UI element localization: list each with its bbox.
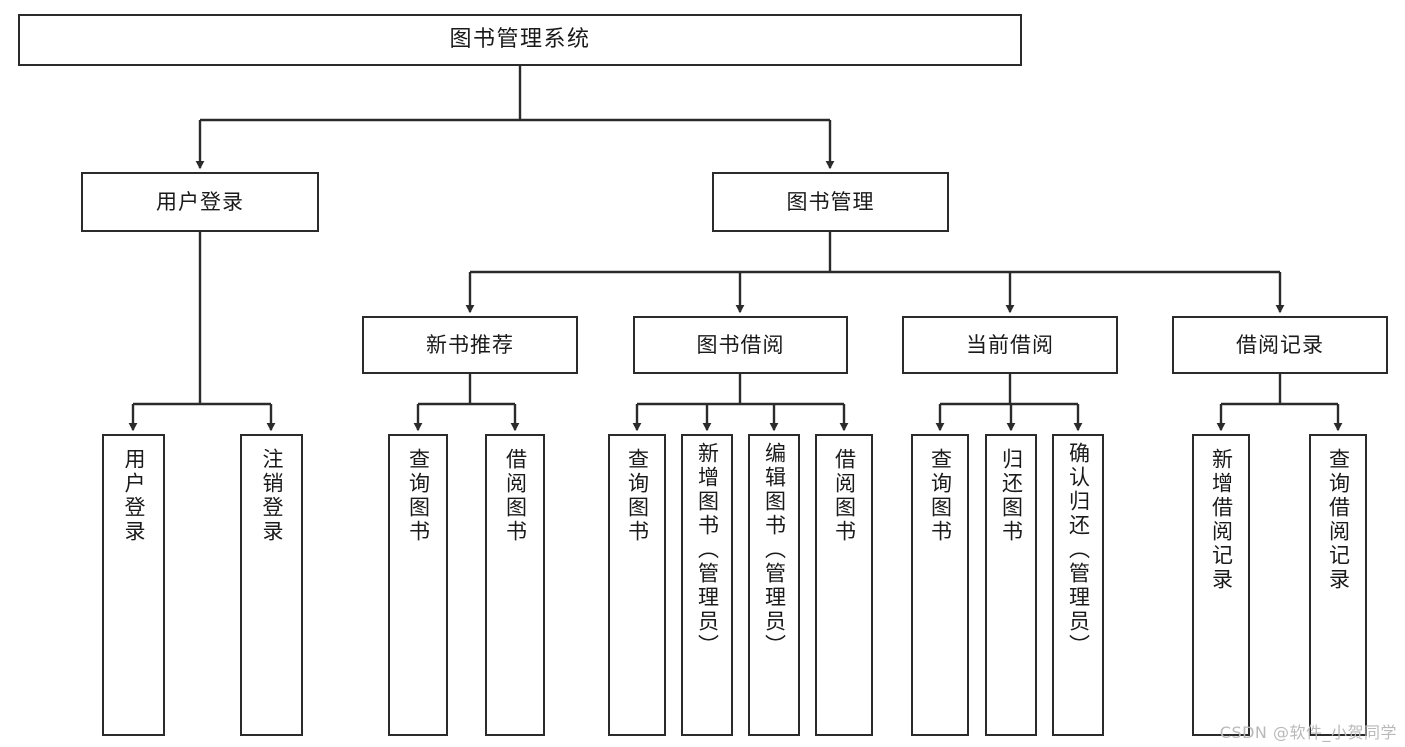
node-leaf-query-book-current[interactable]: 查询图书: [911, 434, 969, 736]
node-leaf-query-book-new-label: 查询图书: [406, 448, 431, 544]
node-leaf-query-book-current-label: 查询图书: [928, 448, 953, 544]
node-book-borrow-label: 图书借阅: [696, 332, 785, 357]
node-leaf-query-borrow-record-label: 查询借阅记录: [1326, 448, 1351, 592]
edge-group-current-borrow: [935, 374, 1083, 432]
node-leaf-add-book-admin-label: 新增图书（管理员）: [695, 442, 720, 658]
node-leaf-user-logout[interactable]: 注销登录: [240, 434, 303, 736]
node-borrow-record-label: 借阅记录: [1236, 332, 1324, 357]
node-root[interactable]: 图书管理系统: [18, 14, 1022, 66]
csdn-watermark: CSDN @软件_小贺同学: [1219, 723, 1397, 742]
node-book-manage-label: 图书管理: [786, 189, 875, 214]
edge-group-user-login: [128, 232, 276, 432]
edge-group-borrow-record: [1216, 374, 1343, 432]
node-leaf-add-borrow-record[interactable]: 新增借阅记录: [1192, 434, 1250, 736]
node-current-borrow[interactable]: 当前借阅: [902, 316, 1118, 374]
node-leaf-borrow-book-borrow[interactable]: 借阅图书: [815, 434, 873, 736]
node-leaf-query-book-borrow[interactable]: 查询图书: [608, 434, 666, 736]
node-leaf-borrow-book-new-label: 借阅图书: [503, 448, 528, 544]
node-leaf-edit-book-admin-label: 编辑图书（管理员）: [762, 442, 787, 658]
node-leaf-edit-book-admin[interactable]: 编辑图书（管理员）: [748, 434, 800, 736]
node-leaf-user-login-label: 用户登录: [122, 448, 146, 544]
node-user-login[interactable]: 用户登录: [81, 172, 319, 232]
node-leaf-add-borrow-record-label: 新增借阅记录: [1209, 448, 1234, 592]
node-leaf-confirm-return-admin-label: 确认归还（管理员）: [1066, 442, 1091, 658]
node-new-book-recommend[interactable]: 新书推荐: [362, 316, 578, 374]
node-leaf-return-book-label: 归还图书: [999, 448, 1024, 544]
node-book-manage[interactable]: 图书管理: [712, 172, 949, 232]
node-leaf-add-book-admin[interactable]: 新增图书（管理员）: [681, 434, 733, 736]
edge-group-book-manage: [465, 232, 1285, 314]
edge-group-root: [195, 66, 835, 170]
edge-group-new-book-recommend: [413, 374, 520, 432]
edge-group-book-borrow: [632, 374, 849, 432]
node-leaf-return-book[interactable]: 归还图书: [985, 434, 1037, 736]
node-leaf-borrow-book-borrow-label: 借阅图书: [832, 448, 857, 544]
node-leaf-confirm-return-admin[interactable]: 确认归还（管理员）: [1052, 434, 1104, 736]
node-root-label: 图书管理系统: [449, 27, 591, 53]
node-leaf-query-book-borrow-label: 查询图书: [625, 448, 650, 544]
node-borrow-record[interactable]: 借阅记录: [1172, 316, 1388, 374]
node-leaf-query-book-new[interactable]: 查询图书: [388, 434, 448, 736]
node-current-borrow-label: 当前借阅: [966, 332, 1054, 357]
node-book-borrow[interactable]: 图书借阅: [633, 316, 848, 374]
node-leaf-query-borrow-record[interactable]: 查询借阅记录: [1309, 434, 1367, 736]
node-leaf-borrow-book-new[interactable]: 借阅图书: [485, 434, 545, 736]
node-leaf-user-logout-label: 注销登录: [260, 448, 284, 544]
node-user-login-label: 用户登录: [156, 189, 244, 214]
node-leaf-user-login[interactable]: 用户登录: [102, 434, 165, 736]
node-new-book-recommend-label: 新书推荐: [426, 332, 514, 357]
